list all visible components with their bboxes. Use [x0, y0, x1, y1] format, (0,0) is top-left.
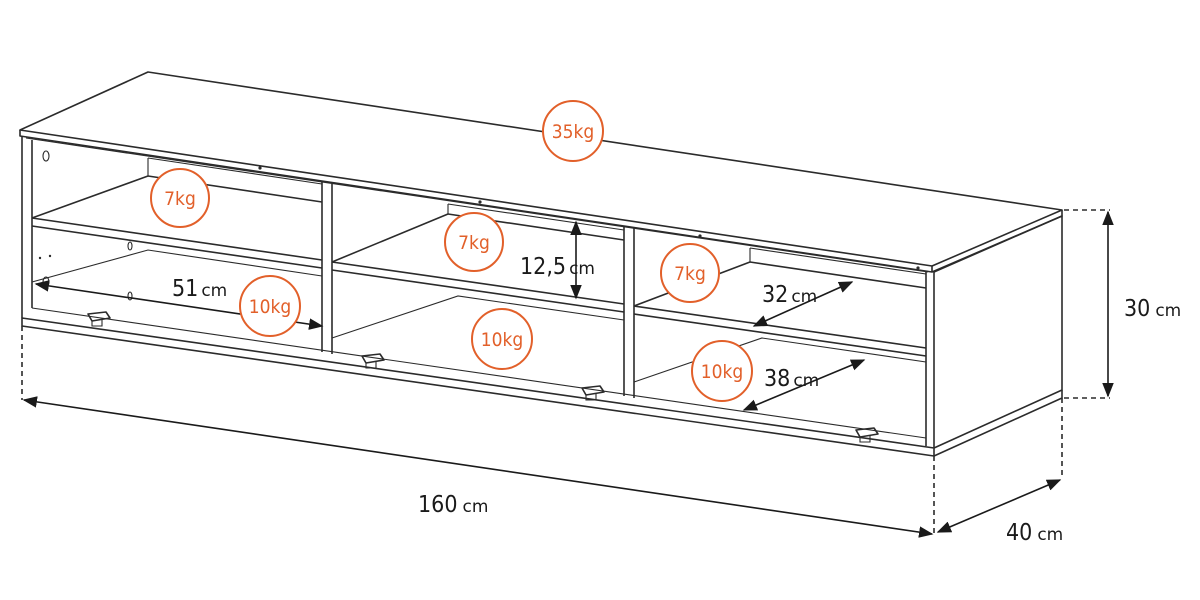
svg-text:7kg: 7kg	[164, 188, 196, 210]
load-badge-top: 35kg	[542, 100, 604, 162]
svg-text:10kg: 10kg	[481, 329, 524, 351]
load-badge-shelf-left: 7kg	[150, 168, 210, 228]
foot-clip	[361, 353, 385, 369]
load-badge-bottom-middle: 10kg	[471, 308, 533, 370]
shelf-middle	[331, 213, 625, 263]
right-side-face	[933, 215, 1063, 449]
load-badge-bottom-right: 10kg	[691, 340, 753, 402]
load-badge-shelf-middle: 7kg	[444, 212, 504, 272]
svg-text:7kg: 7kg	[674, 263, 706, 285]
shelf-left	[31, 175, 323, 219]
svg-text:10kg: 10kg	[249, 296, 292, 318]
dimension-lines	[21, 209, 1114, 538]
svg-text:7kg: 7kg	[458, 232, 490, 254]
load-badge-shelf-right: 7kg	[660, 243, 720, 303]
foot-clip	[87, 311, 111, 327]
svg-text:35kg: 35kg	[552, 121, 595, 143]
svg-text:10kg: 10kg	[701, 361, 744, 383]
load-badge-bottom-left: 10kg	[239, 275, 301, 337]
